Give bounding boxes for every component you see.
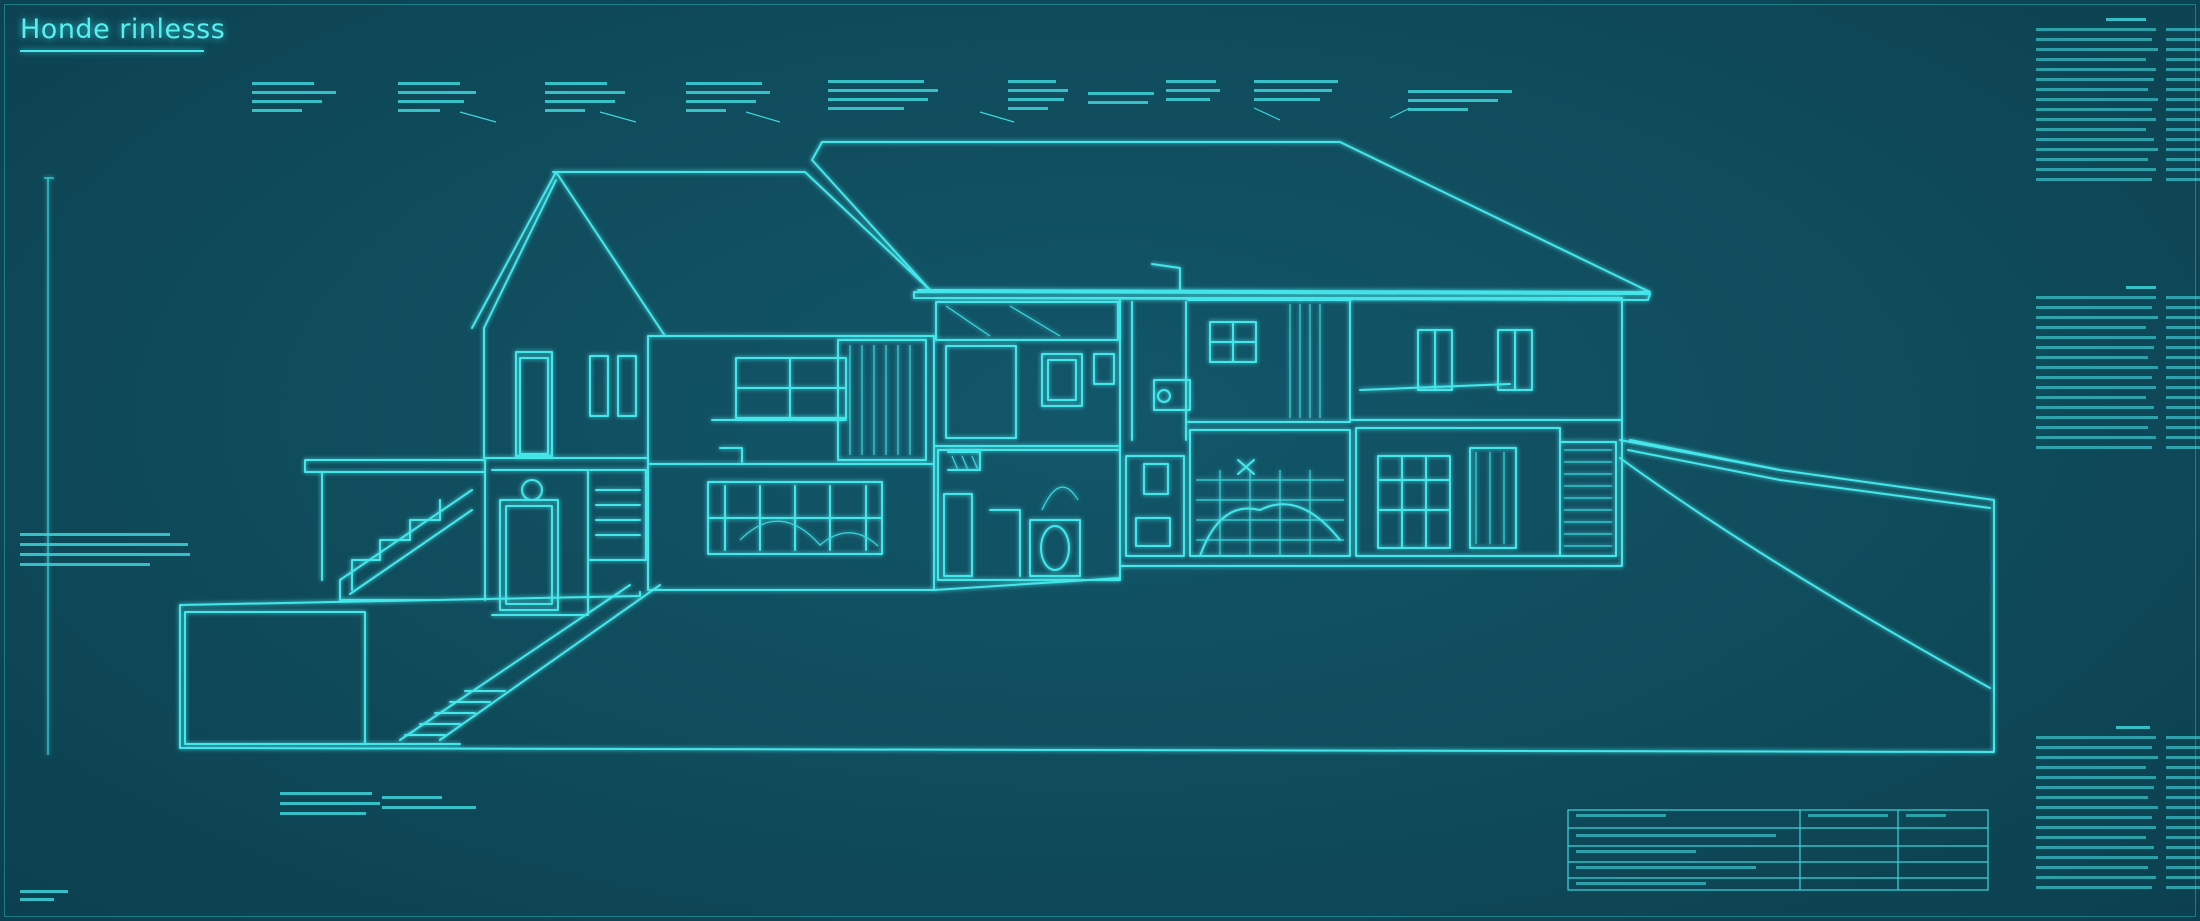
top-annotations	[252, 80, 1512, 123]
title-block	[1567, 809, 1989, 891]
hammer-icon	[1237, 459, 1255, 475]
title-underline	[20, 50, 204, 52]
left-notes	[20, 533, 476, 901]
house-outline	[44, 141, 1995, 755]
sheet-border	[4, 4, 2196, 917]
right-notes	[2036, 18, 2200, 889]
page-title: Honde rinlesss	[20, 14, 226, 45]
